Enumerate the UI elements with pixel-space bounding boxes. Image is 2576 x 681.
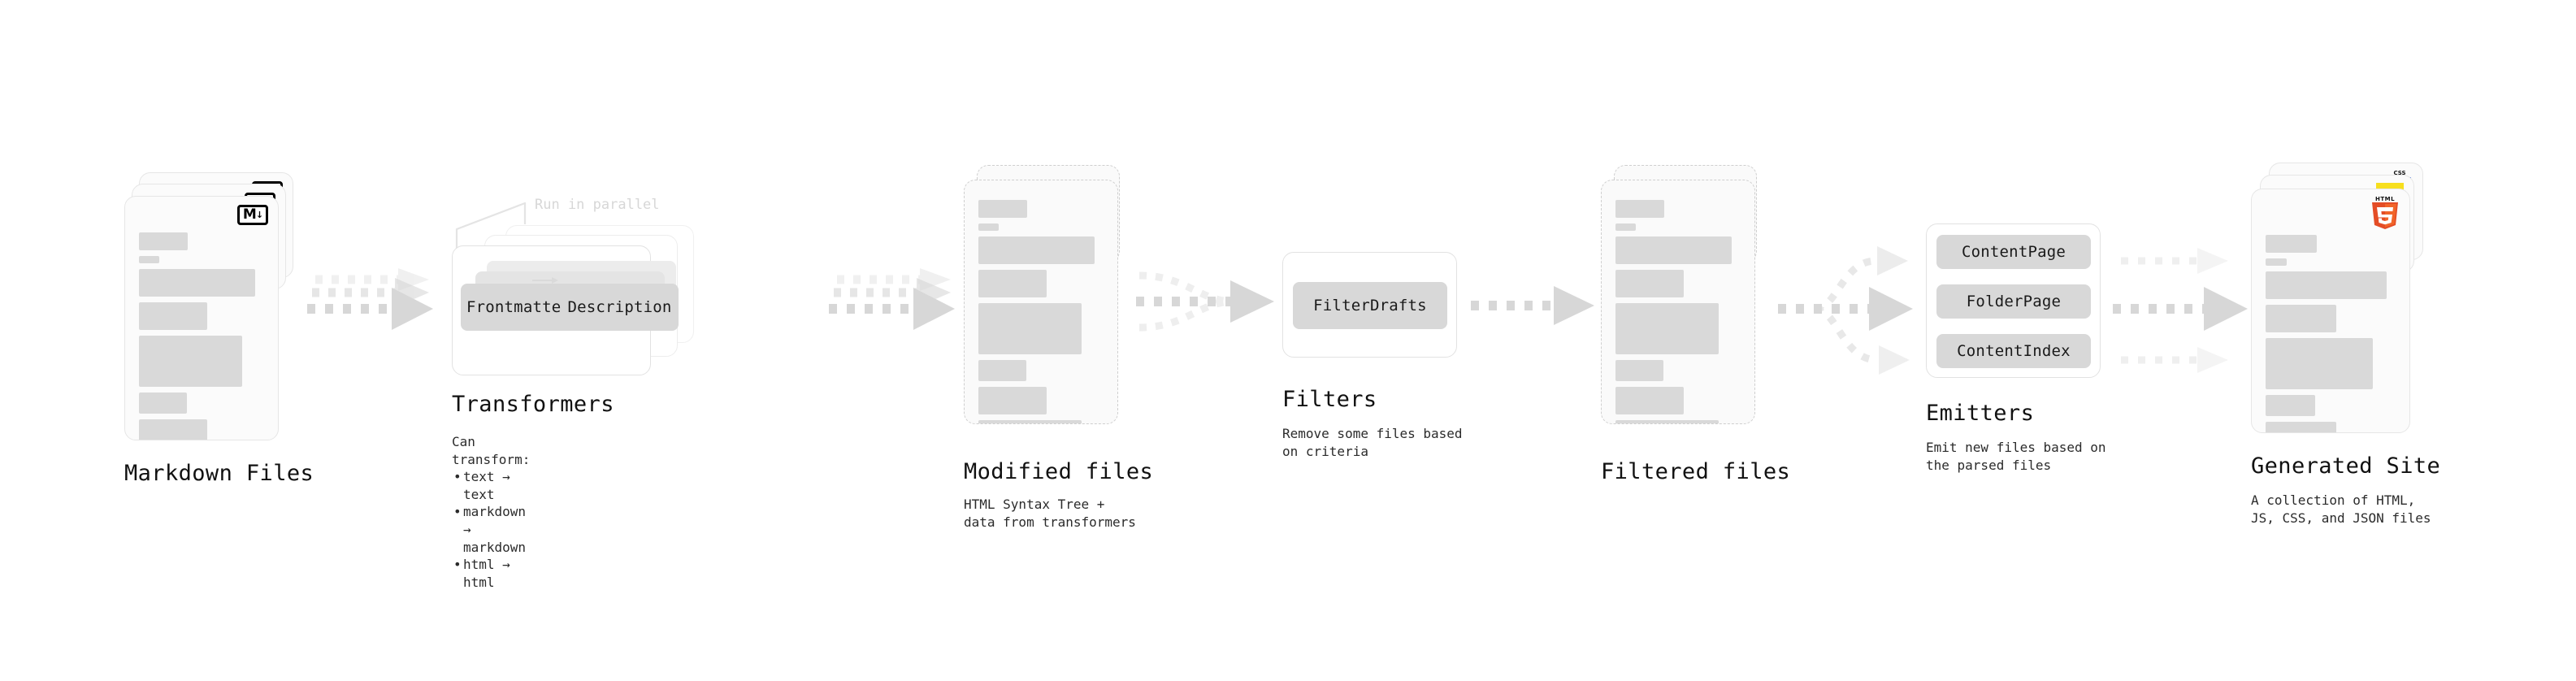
chip-folderpage[interactable]: FolderPage — [1936, 284, 2091, 319]
content-bar-6 — [978, 387, 1047, 414]
content-bar-3 — [978, 270, 1047, 297]
content-bar-5 — [139, 393, 187, 414]
content-bar-0 — [978, 200, 1028, 218]
filtered-card-content — [1615, 200, 1745, 423]
markdown-icon: M↓ — [237, 205, 268, 225]
markdown-file-stack: M↓ M↓ M↓ — [124, 172, 293, 440]
stage-title-emitters: Emitters — [1926, 401, 2035, 426]
filters-box: FilterDrafts — [1282, 252, 1457, 358]
chip-contentpage[interactable]: ContentPage — [1936, 235, 2091, 269]
arrow-emitters-to-generated — [2113, 248, 2248, 373]
content-bar-0 — [139, 232, 189, 250]
content-bar-7 — [978, 420, 1082, 423]
content-bar-1 — [978, 223, 1000, 231]
markdown-badge-front: M↓ — [237, 205, 268, 225]
stage-title-filtered: Filtered files — [1601, 459, 1791, 484]
generated-file-stack: CSS HTML — [2251, 163, 2423, 433]
generated-card-html: HTML — [2251, 189, 2410, 433]
content-bar-4 — [139, 336, 243, 387]
transformers-item-0: text → text — [452, 468, 530, 503]
css-badge-label: CSS — [2393, 170, 2406, 176]
html5-icon: HTML — [2370, 196, 2400, 230]
chip-contentindex[interactable]: ContentIndex — [1936, 334, 2091, 368]
generated-card-content — [2266, 235, 2400, 432]
filters-description: Remove some files based on criteria — [1282, 426, 1463, 459]
content-bar-2 — [139, 269, 256, 297]
content-bar-2 — [2266, 271, 2387, 299]
transformers-sub-intro: Can transform: — [452, 434, 531, 467]
stage-title-modified: Modified files — [964, 459, 1154, 484]
stage-filters: FilterDrafts Filters Remove some files b… — [1282, 252, 1463, 460]
chip-description[interactable]: Description — [561, 284, 679, 331]
filtered-file-stack — [1601, 165, 1770, 433]
chip-filterdrafts[interactable]: FilterDrafts — [1293, 282, 1447, 329]
content-bar-3 — [139, 302, 208, 330]
stage-title-markdown: Markdown Files — [124, 461, 314, 486]
modified-description: HTML Syntax Tree + data from transformer… — [964, 497, 1136, 530]
content-bar-6 — [139, 419, 208, 440]
arrow-filters-to-filtered — [1471, 286, 1594, 325]
content-bar-1 — [139, 256, 160, 263]
markdown-card-content — [139, 232, 268, 440]
content-bar-1 — [2266, 258, 2288, 266]
stage-markdown-files: M↓ M↓ M↓ Markdown Files — [124, 172, 314, 486]
stage-emitters: ContentPage FolderPage ContentIndex Emit… — [1926, 223, 2106, 474]
transformers-item-1: markdown → markdown — [452, 503, 530, 556]
content-bar-2 — [978, 236, 1095, 264]
content-bar-0 — [2266, 235, 2317, 253]
arrow-filtered-to-emitters — [1778, 246, 1913, 375]
content-bar-5 — [1615, 360, 1663, 381]
emitters-box: ContentPage FolderPage ContentIndex — [1926, 223, 2101, 378]
arrow-modified-to-filters — [1136, 271, 1274, 332]
stage-generated-site: CSS HTML — [2251, 163, 2440, 527]
stage-title-generated: Generated Site — [2251, 453, 2441, 479]
arrow-markdown-to-transformers — [307, 268, 433, 330]
stage-modified-files: Modified files HTML Syntax Tree + data f… — [964, 165, 1153, 531]
transformers-item-2: html → html — [452, 556, 530, 591]
content-bar-0 — [1615, 200, 1665, 218]
emitters-description: Emit new files based on the parsed files — [1926, 440, 2106, 473]
filtered-card-front — [1601, 180, 1755, 424]
content-bar-5 — [978, 360, 1026, 381]
modified-card-content — [978, 200, 1108, 423]
run-in-parallel-label: Run in parallel — [535, 197, 660, 213]
stage-title-filters: Filters — [1282, 387, 1377, 412]
content-bar-3 — [2266, 305, 2337, 332]
modified-card-front — [964, 180, 1118, 424]
markdown-card-front: M↓ — [124, 196, 279, 440]
transformers-description: Can transform: text → text markdown → ma… — [452, 433, 530, 591]
arrow-transformers-to-modified — [829, 268, 955, 330]
content-bar-6 — [2266, 422, 2337, 432]
content-bar-1 — [1615, 223, 1637, 231]
content-bar-6 — [1615, 387, 1685, 414]
html5-badge-label: HTML — [2374, 196, 2396, 202]
chip-frontmatter[interactable]: Frontmatter — [461, 284, 576, 331]
stage-title-transformers: Transformers — [452, 392, 614, 417]
run-in-parallel-bracket — [455, 202, 527, 255]
content-bar-3 — [1615, 270, 1685, 297]
stage-filtered-files: Filtered files — [1601, 165, 1790, 484]
modified-file-stack — [964, 165, 1133, 433]
markdown-badge-arrow: ↓ — [255, 210, 263, 220]
content-bar-2 — [1615, 236, 1733, 264]
html5-badge-slot: HTML — [2370, 196, 2400, 230]
transformer-box-front: Frontmatter Description — [452, 245, 679, 375]
generated-description: A collection of HTML, JS, CSS, and JSON … — [2251, 492, 2431, 526]
markdown-badge-letter: M — [242, 206, 257, 223]
content-bar-4 — [2266, 338, 2373, 389]
content-bar-4 — [978, 303, 1082, 354]
content-bar-5 — [2266, 395, 2316, 416]
content-bar-4 — [1615, 303, 1720, 354]
content-bar-7 — [1615, 420, 1720, 423]
